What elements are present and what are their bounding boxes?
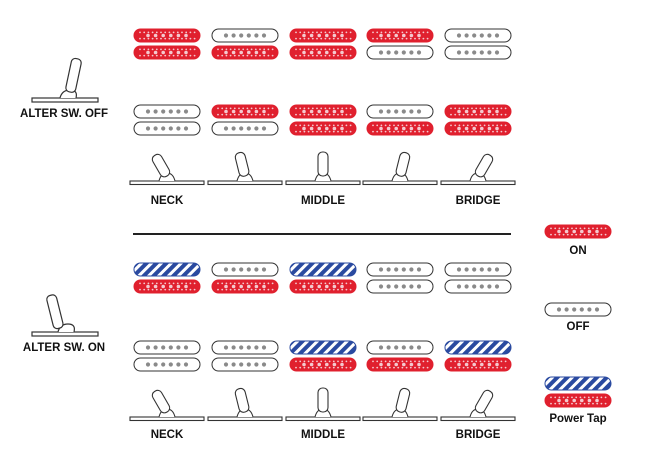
legend-pickup-1 [544,224,612,239]
pickup-coil-on [289,104,357,119]
pickup-coil-on [289,45,357,60]
selector-switch-icon [362,151,438,186]
selector-switch-icon [129,153,205,186]
pickup-coil-off [366,279,434,294]
pickup-r1-c4 [366,262,434,294]
pickup-r1-c1 [133,28,201,60]
selector-switch-icon [129,389,205,422]
legend-label-power-tap: Power Tap [549,413,607,425]
selector-switch-icon [207,387,283,422]
pickup-coil-tap [444,340,512,355]
pickup-coil-tap [544,376,612,391]
pickup-r2-c1 [133,340,201,372]
pickup-coil-off [211,121,279,136]
pickup-coil-off [211,340,279,355]
legend-label-on: ON [569,245,587,257]
pickup-coil-on [211,279,279,294]
selector-switch-icon [285,387,361,422]
legend-pickup-2 [544,302,612,317]
pickup-r1-c3 [289,28,357,60]
selector-switch-icon [207,151,283,186]
pickup-coil-on [289,121,357,136]
pickup-r2-c2 [211,104,279,136]
pickup-r1-c3 [289,262,357,294]
pickup-r2-c3 [289,104,357,136]
pickup-coil-on [544,393,612,408]
selector-switch-icon [440,153,516,186]
pickup-coil-off [444,45,512,60]
pickup-coil-on [366,357,434,372]
pickup-r1-c2 [211,262,279,294]
pickup-coil-on [366,28,434,43]
pickup-r1-c2 [211,28,279,60]
pickup-coil-off [544,302,612,317]
pickup-coil-on [211,45,279,60]
alter-switch-off-icon [31,57,99,103]
position-label-neck: NECK [150,195,184,207]
pickup-r2-c5 [444,340,512,372]
pickup-coil-on [133,279,201,294]
pickup-coil-on [444,121,512,136]
pickup-coil-on [289,357,357,372]
pickup-coil-off [366,104,434,119]
pickup-coil-off [133,357,201,372]
pickup-coil-off [366,340,434,355]
selector-switch-icon [440,389,516,422]
alter-switch-on-icon [31,294,99,337]
section-alter-off: ALTER SW. OFF [0,0,520,220]
pickup-coil-on [133,28,201,43]
alter-switch-off-label: ALTER SW. OFF [20,108,108,120]
pickup-coil-off [366,262,434,277]
pickup-coil-on [444,357,512,372]
pickup-r1-c5 [444,28,512,60]
pickup-r2-c1 [133,104,201,136]
legend-label-off: OFF [566,321,590,333]
pickup-r2-c2 [211,340,279,372]
section-alter-on: ALTER SW. ON [22,294,106,354]
selector-switch-icon [285,151,361,186]
pickup-coil-off [444,262,512,277]
pickup-coil-off [211,28,279,43]
pickup-coil-on [444,104,512,119]
pickup-coil-on [366,121,434,136]
pickup-coil-off [211,357,279,372]
pickup-r1-c1 [133,262,201,294]
alter-switch-on-label: ALTER SW. ON [22,342,106,354]
pickup-coil-off [444,28,512,43]
pickup-coil-on [211,104,279,119]
pickup-coil-on [133,45,201,60]
pickup-coil-on [289,279,357,294]
pickup-coil-off [444,279,512,294]
legend-pickup-3 [544,376,612,408]
pickup-coil-on [544,224,612,239]
pickup-coil-off [211,262,279,277]
pickup-r2-c4 [366,104,434,136]
pickup-coil-off [133,104,201,119]
position-label-bridge: BRIDGE [455,429,501,441]
position-label-middle: MIDDLE [300,195,346,207]
pickup-coil-tap [289,340,357,355]
pickup-coil-tap [289,262,357,277]
pickup-coil-off [133,121,201,136]
pickup-coil-off [133,340,201,355]
position-label-bridge: BRIDGE [455,195,501,207]
pickup-r1-c5 [444,262,512,294]
section-divider [133,233,511,235]
position-label-middle: MIDDLE [300,429,346,441]
selector-switch-icon [362,387,438,422]
pickup-r1-c4 [366,28,434,60]
pickup-coil-tap [133,262,201,277]
pickup-r2-c5 [444,104,512,136]
pickup-r2-c4 [366,340,434,372]
position-label-neck: NECK [150,429,184,441]
pickup-coil-on [289,28,357,43]
pickup-r2-c3 [289,340,357,372]
pickup-coil-off [366,45,434,60]
